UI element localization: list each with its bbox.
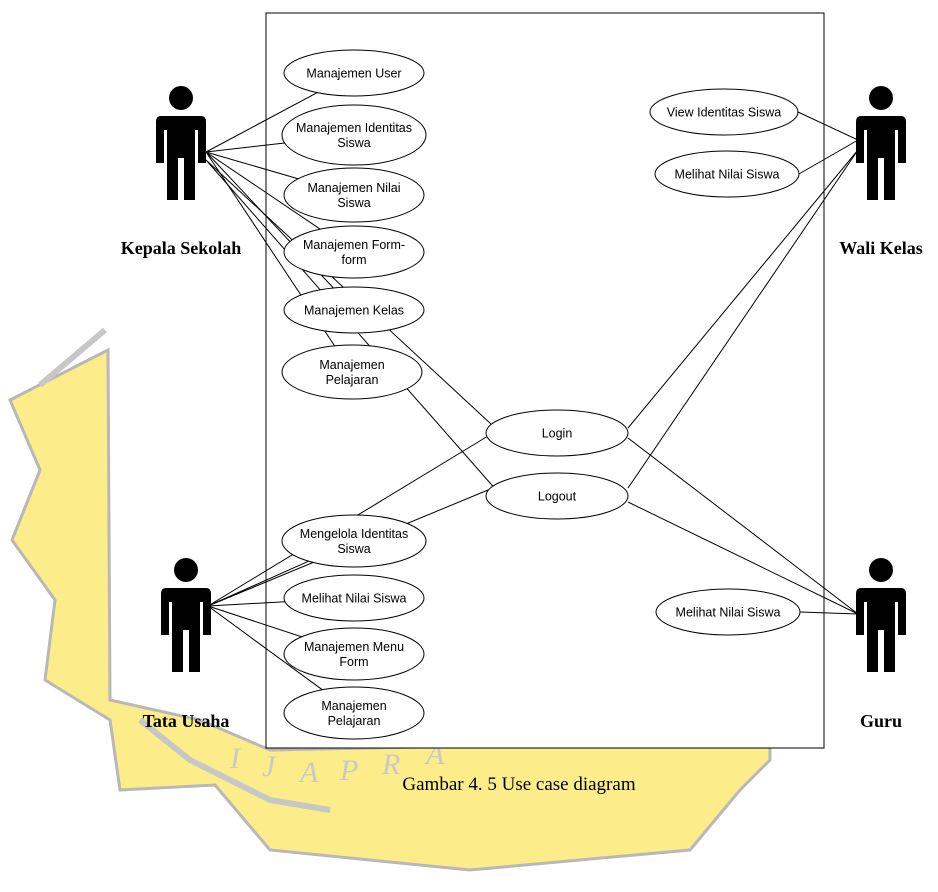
use-case-ellipse: [649, 88, 799, 136]
use-case-ellipse: [283, 167, 425, 223]
watermark-letter: J: [262, 750, 277, 783]
actor-label: Tata Usaha: [143, 711, 230, 731]
actor-icon: [856, 558, 906, 672]
use-case-ellipse: [281, 344, 423, 400]
use-case-ellipse: [283, 686, 425, 740]
use-case-label: View Identitas Siswa: [667, 106, 781, 120]
use-case-ellipse: [485, 472, 629, 520]
use-case-uc15: Melihat Nilai Siswa: [655, 588, 801, 636]
association-line-kepala-uc2: [205, 142, 285, 153]
use-case-ellipse: [283, 627, 425, 681]
association-line-tata-uc12: [207, 601, 285, 607]
actor-icon: [856, 86, 906, 200]
actor-guru: Guru: [856, 558, 906, 731]
use-case-label: Logout: [538, 490, 577, 504]
use-case-label: Manajemen User: [306, 67, 401, 81]
actor-icon: [161, 558, 211, 672]
association-line-wali-uc10: [798, 139, 859, 175]
association-line-guru-uc8: [627, 501, 859, 615]
use-case-label: Manajemen Form-: [303, 238, 405, 252]
use-case-ellipse: [281, 104, 427, 166]
use-case-label: Siswa: [337, 542, 370, 556]
association-line-kepala-uc3: [205, 151, 299, 180]
use-case-label: Manajemen Identitas: [296, 121, 412, 135]
use-case-ellipse: [281, 514, 427, 568]
use-case-uc9: View Identitas Siswa: [649, 88, 799, 136]
use-case-uc1: Manajemen User: [283, 49, 425, 97]
association-line-kepala-uc1: [205, 92, 318, 153]
use-case-label: Manajemen Nilai: [307, 181, 400, 195]
use-case-uc10: Melihat Nilai Siswa: [654, 150, 800, 198]
association-line-tata-uc13: [207, 605, 302, 638]
use-case-uc8: Logout: [485, 472, 629, 520]
use-case-label: Pelajaran: [326, 373, 379, 387]
actor-tata: Tata Usaha: [143, 558, 230, 731]
use-case-ellipse: [655, 588, 801, 636]
use-case-label: Form: [339, 655, 368, 669]
use-case-uc12: Melihat Nilai Siswa: [283, 574, 425, 622]
actor-icon: [156, 86, 206, 200]
use-case-ellipse: [283, 286, 425, 334]
use-case-label: Melihat Nilai Siswa: [676, 606, 781, 620]
figure-caption: Gambar 4. 5 Use case diagram: [402, 774, 635, 795]
use-case-label: Login: [542, 427, 573, 441]
watermark-inner-curve: [38, 327, 331, 813]
use-case-label: Manajemen Menu: [304, 640, 404, 654]
association-lines: [205, 92, 859, 691]
association-line-tata-uc14: [207, 605, 323, 691]
use-case-label: Melihat Nilai Siswa: [302, 592, 407, 606]
use-case-label: Manajemen: [319, 358, 384, 372]
use-case-uc4: Manajemen Form-form: [283, 225, 425, 279]
use-case-label: Siswa: [337, 136, 370, 150]
actor-wali: Wali Kelas: [839, 86, 923, 258]
use-case-label: Pelajaran: [328, 714, 381, 728]
use-case-label: Manajemen Kelas: [304, 304, 404, 318]
actor-label: Kepala Sekolah: [121, 238, 242, 258]
use-case-uc5: Manajemen Kelas: [283, 286, 425, 334]
watermark-letter: I: [229, 742, 242, 775]
association-line-kepala-uc4: [205, 151, 321, 230]
association-line-guru-uc15: [799, 611, 859, 615]
use-case-ellipse: [283, 225, 425, 279]
use-case-label: Siswa: [337, 196, 370, 210]
actor-label: Wali Kelas: [839, 238, 923, 258]
watermark-letter: P: [339, 754, 358, 787]
use-case-ellipse: [485, 409, 629, 457]
actor-label: Guru: [860, 711, 902, 731]
use-case-label: Melihat Nilai Siswa: [675, 168, 780, 182]
association-line-wali-uc7: [627, 149, 859, 429]
use-case-ellipse: [283, 49, 425, 97]
watermark-yellow-band: [8, 347, 772, 872]
watermark-letter: A: [298, 756, 319, 789]
watermark-letter: R: [381, 748, 400, 781]
use-case-label: form: [342, 253, 367, 267]
association-line-guru-uc7: [627, 437, 859, 615]
use-case-uc7: Login: [485, 409, 629, 457]
actor-kepala: Kepala Sekolah: [121, 86, 242, 258]
use-case-ellipse: [654, 150, 800, 198]
association-line-wali-uc9: [797, 111, 859, 141]
use-case-label: Mengelola Identitas: [300, 527, 408, 541]
use-case-label: Manajemen: [321, 699, 386, 713]
use-case-ellipse: [283, 574, 425, 622]
association-line-wali-uc8: [627, 149, 859, 489]
